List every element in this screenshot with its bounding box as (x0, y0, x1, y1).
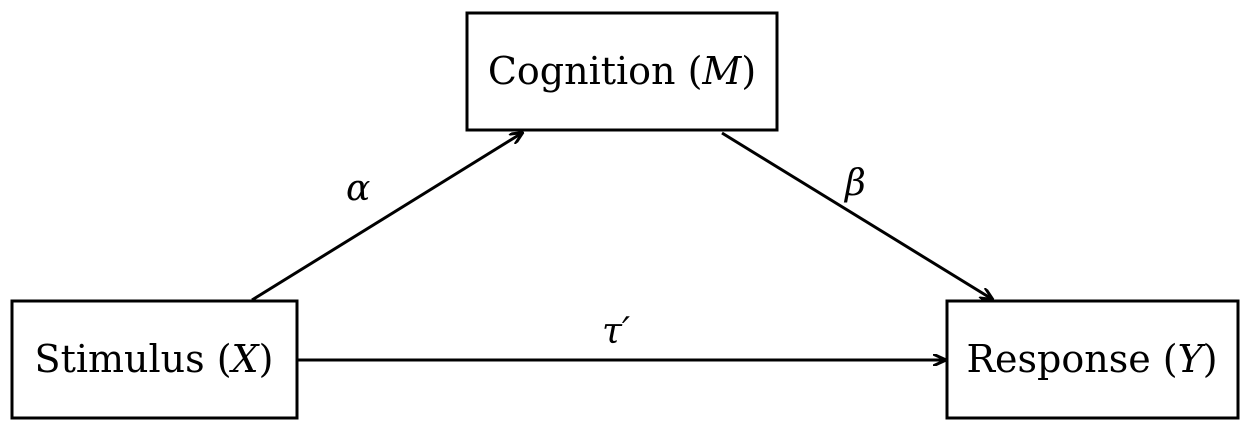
node-mediator: Cognition (M) (465, 11, 779, 132)
edge-a-path (251, 133, 522, 302)
node-outcome-name: Response (966, 337, 1150, 381)
node-mediator-label: Cognition (M) (488, 49, 756, 93)
node-outcome-variable: Y (1178, 337, 1207, 381)
node-outcome: Response (Y) (945, 299, 1240, 420)
node-mediator-name: Cognition (488, 49, 676, 93)
node-mediator-variable: M (701, 49, 742, 93)
edge-label-beta: β (843, 163, 866, 204)
node-predictor-box (10, 299, 299, 420)
node-outcome-box (945, 299, 1240, 420)
node-predictor-variable: X (229, 337, 261, 381)
node-outcome-label: Response (Y) (966, 337, 1217, 381)
edge-label-tau-prime: τ′ (602, 311, 630, 352)
node-predictor: Stimulus (X) (10, 299, 299, 420)
node-predictor-label: Stimulus (X) (35, 337, 274, 381)
edge-b-path (721, 131, 992, 299)
node-mediator-box (465, 11, 779, 132)
edge-label-alpha: α (346, 168, 370, 209)
node-predictor-name: Stimulus (35, 337, 205, 381)
